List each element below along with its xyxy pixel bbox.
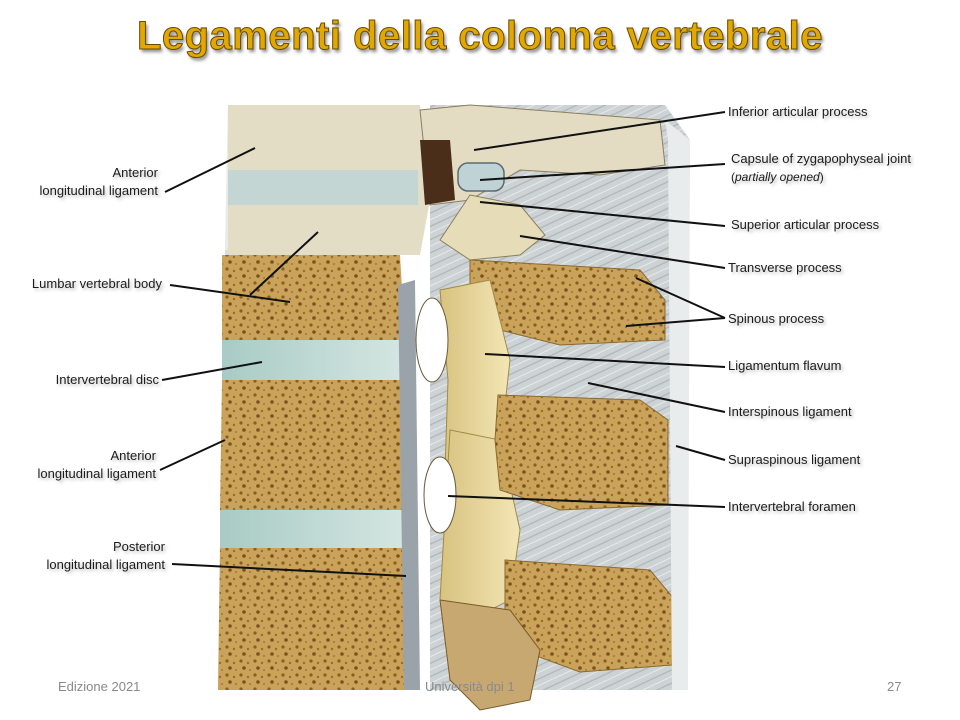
capsule-note: partially opened: [735, 170, 820, 184]
intervertebral-disc-1: [222, 340, 403, 380]
posterior-ligament-strip: [398, 280, 420, 690]
label-interspinous-ligament: Interspinous ligament: [728, 404, 852, 419]
label-spinous-process: Spinous process: [728, 311, 825, 326]
vertebral-body-2: [220, 380, 405, 510]
label-superior-articular-process: Superior articular process: [731, 217, 880, 232]
footer-center: Università dpi 1: [425, 679, 515, 694]
label-anterior-longitudinal-ligament-bottom: Anterior longitudinal ligament: [37, 448, 156, 481]
intervertebral-foramen-2: [423, 456, 457, 534]
footer-edition: Edizione 2021: [58, 679, 141, 694]
label-posterior-longitudinal-ligament: Posterior longitudinal ligament: [46, 539, 165, 572]
label-inferior-articular-process: Inferior articular process: [728, 104, 868, 119]
label-capsule-zygapophyseal-joint: Capsule of zygapophyseal joint (partiall…: [731, 151, 911, 184]
footer-page-number: 27: [887, 679, 902, 694]
label-ligamentum-flavum: Ligamentum flavum: [728, 358, 842, 373]
vertebral-body-1: [222, 255, 405, 340]
intervertebral-disc-2: [220, 510, 405, 548]
spinous-process-2: [494, 394, 669, 511]
zygapophyseal-capsule: [457, 162, 505, 192]
leader-lines: [159, 111, 726, 577]
intervertebral-foramen-1: [415, 297, 449, 383]
slide-title: Legamenti della colonna vertebrale: [136, 14, 824, 59]
label-anterior-longitudinal-ligament-top: Anterior longitudinal ligament: [39, 165, 158, 198]
vertebral-body-3: [218, 548, 410, 690]
label-lumbar-vertebral-body: Lumbar vertebral body: [31, 276, 162, 291]
label-intervertebral-foramen: Intervertebral foramen: [728, 499, 856, 514]
label-supraspinous-ligament: Supraspinous ligament: [728, 452, 861, 467]
label-intervertebral-disc: Intervertebral disc: [55, 372, 159, 387]
label-transverse-process: Transverse process: [728, 260, 842, 275]
